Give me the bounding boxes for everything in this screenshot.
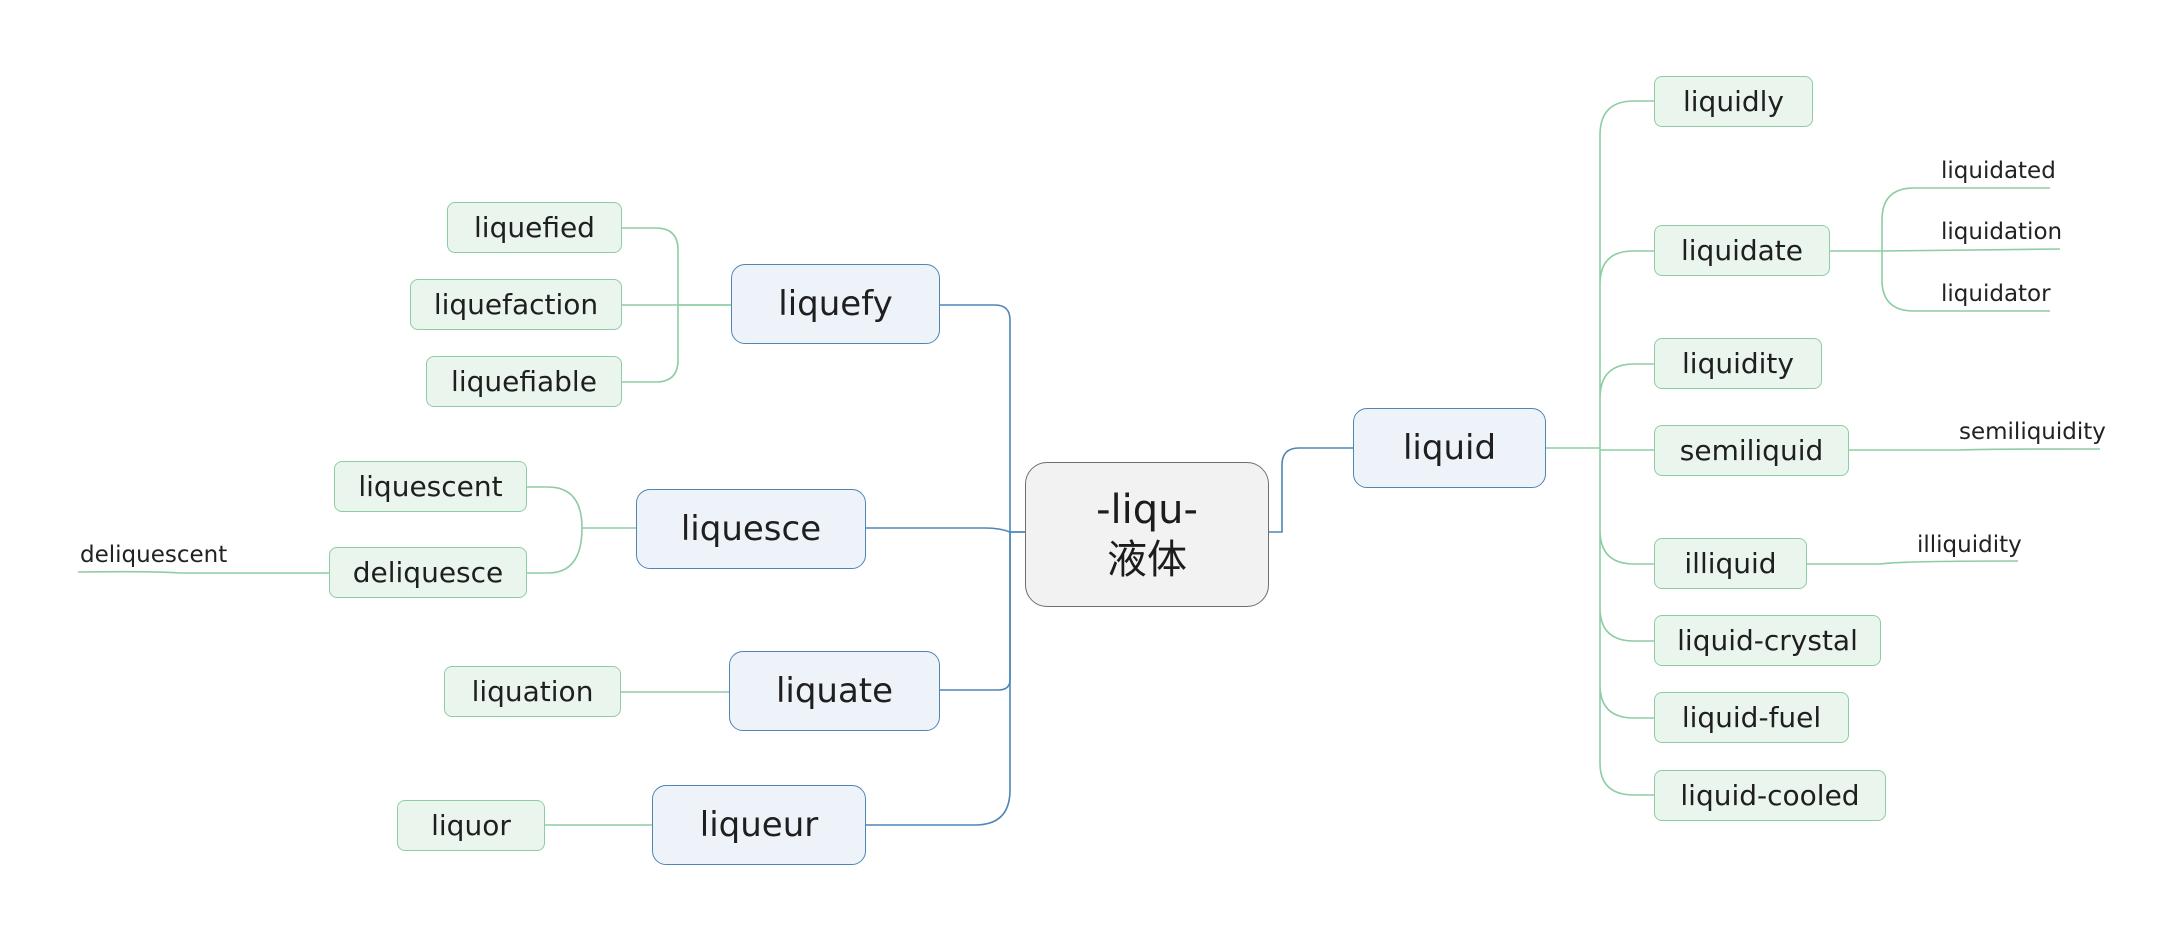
connector-liquid-children [1546, 100, 1654, 796]
connector-liquesce-deliquesce [527, 527, 583, 574]
topic-liquesce[interactable]: liquesce [636, 489, 866, 569]
connector-liquefy-liquefiable [622, 305, 679, 383]
connector-center-liquate [940, 532, 1011, 691]
topic-liquid-cooled[interactable]: liquid-cooled [1654, 770, 1886, 821]
connector-deliquesce-deliquescent [77, 570, 329, 574]
topic-illiquidity[interactable]: illiquidity [1917, 532, 2022, 558]
connector-center-liqueur [866, 532, 1011, 826]
connector-center-liquefy [940, 304, 1025, 533]
topic-liquid[interactable]: liquid [1353, 408, 1546, 488]
central-topic-root: -liqu- [1096, 486, 1198, 533]
topic-liquid-fuel[interactable]: liquid-fuel [1654, 692, 1849, 743]
topic-liquefy[interactable]: liquefy [731, 264, 940, 344]
topic-liquescent[interactable]: liquescent [334, 461, 527, 512]
topic-semiliquidity[interactable]: semiliquidity [1959, 419, 2106, 445]
topic-liquation[interactable]: liquation [444, 666, 621, 717]
topic-liquidity[interactable]: liquidity [1654, 338, 1822, 389]
topic-liquor[interactable]: liquor [397, 800, 545, 851]
topic-liquidation[interactable]: liquidation [1941, 219, 2063, 245]
topic-liquidly[interactable]: liquidly [1654, 76, 1813, 127]
topic-liquidated[interactable]: liquidated [1941, 158, 2056, 184]
topic-liqueur[interactable]: liqueur [652, 785, 866, 865]
central-topic[interactable]: -liqu- 液体 [1025, 462, 1269, 607]
topic-deliquesce[interactable]: deliquesce [329, 547, 527, 598]
topic-deliquescent[interactable]: deliquescent [80, 542, 228, 568]
topic-semiliquid[interactable]: semiliquid [1654, 425, 1849, 476]
topic-liquefied[interactable]: liquefied [447, 202, 622, 253]
topic-illiquid[interactable]: illiquid [1654, 538, 1807, 589]
topic-liquid-crystal[interactable]: liquid-crystal [1654, 615, 1881, 666]
connector-liquesce-liquescent [527, 486, 636, 529]
connector-center-liquesce [866, 527, 1025, 533]
connector-liquidate-children [1830, 187, 2061, 312]
connector-semiliquid-semiliquidity [1849, 448, 2101, 451]
topic-liquate[interactable]: liquate [729, 651, 940, 731]
connector-center-liquid [1268, 447, 1353, 533]
connector-illiquid-illiquidity [1807, 560, 2019, 565]
topic-liquefaction[interactable]: liquefaction [410, 279, 622, 330]
central-topic-meaning: 液体 [1107, 536, 1187, 583]
topic-liquefiable[interactable]: liquefiable [426, 356, 622, 407]
topic-liquidate[interactable]: liquidate [1654, 225, 1830, 276]
connector-liquefy-liquefied [622, 227, 731, 306]
topic-liquidator[interactable]: liquidator [1941, 281, 2051, 307]
